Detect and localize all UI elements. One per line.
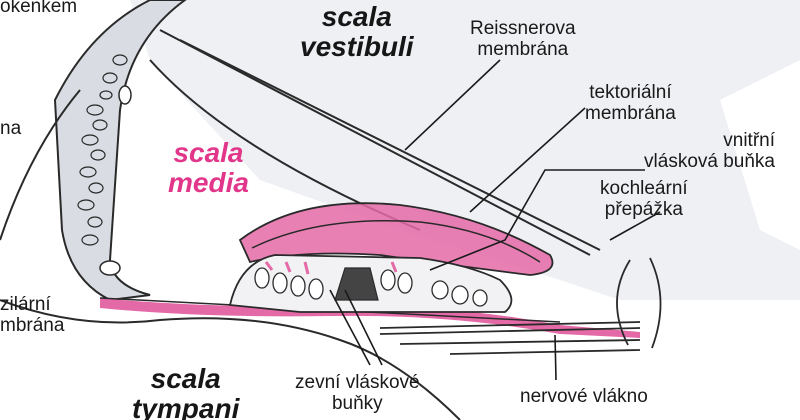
inner-hair-cell-line2: vlásková buňka <box>575 151 775 172</box>
outer-hair-cells-line1: zevní vláskové <box>295 372 420 393</box>
label-nerve-fiber: nervové vlákno <box>520 386 648 407</box>
label-outer-hair-cells: zevní vláskové buňky <box>295 372 420 414</box>
label-scala-vestibuli: scala vestibuli <box>300 2 414 62</box>
label-cochlear-septum: kochleární přepážka <box>600 178 688 220</box>
label-left-cut: na <box>0 118 21 139</box>
scala-tympani-line2: tympani <box>132 394 239 420</box>
label-basilar-membrane: zilární mbrána <box>0 294 64 336</box>
scala-media-line2: media <box>168 168 249 198</box>
label-inner-hair-cell: vnitřní vlásková buňka <box>575 130 775 172</box>
label-scala-tympani: scala tympani <box>132 364 239 420</box>
reissner-line1: Reissnerova <box>470 18 576 39</box>
scala-tympani-line1: scala <box>132 364 239 394</box>
scala-vestibuli-line2: vestibuli <box>300 32 414 62</box>
outer-hair-cells-line2: buňky <box>295 393 420 414</box>
septum-lines <box>380 322 640 354</box>
tectorial-line1: tektoriální <box>585 82 676 103</box>
scala-vestibuli-line1: scala <box>300 2 414 32</box>
label-scala-media: scala media <box>168 138 249 198</box>
label-top-left-cut: okenkem <box>0 0 77 17</box>
tectorial-line2: membrána <box>585 103 676 124</box>
cochlear-septum-line2: přepážka <box>600 199 688 220</box>
label-reissner-membrane: Reissnerova membrána <box>470 18 576 60</box>
basilar-line1: zilární <box>0 294 64 315</box>
reissner-line2: membrána <box>470 39 576 60</box>
basilar-line2: mbrána <box>0 315 64 336</box>
cell-blob <box>100 261 120 275</box>
cell-blob <box>119 86 131 104</box>
label-tectorial-membrane: tektoriální membrána <box>585 82 676 124</box>
inner-hair-cell-line1: vnitřní <box>575 130 775 151</box>
cochlear-septum-line1: kochleární <box>600 178 688 199</box>
scala-media-line1: scala <box>168 138 249 168</box>
